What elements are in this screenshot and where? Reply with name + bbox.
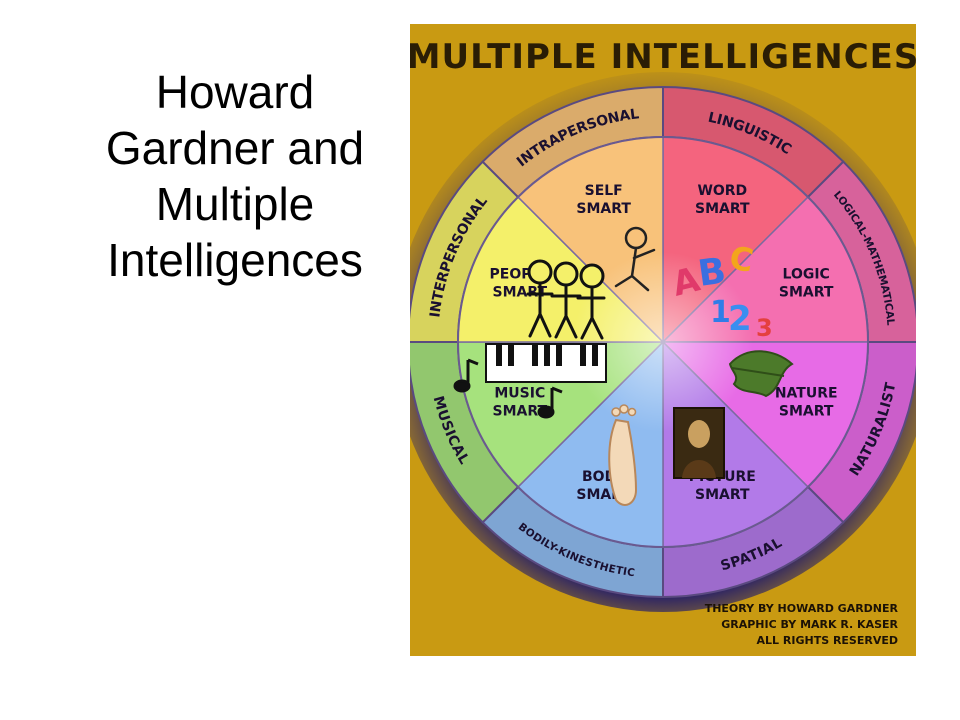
footprint-icon — [608, 404, 638, 506]
credits-theory: THEORY BY HOWARD GARDNER — [705, 602, 899, 615]
stick-figures-icon — [526, 259, 606, 340]
svg-text:SELF: SELF — [585, 183, 623, 199]
title-line-3: Multiple — [155, 178, 315, 230]
letter-b: B — [696, 250, 729, 294]
piano-black-key — [580, 344, 586, 366]
mona-lisa-painting-icon — [673, 407, 725, 479]
inner-ring-border — [457, 136, 869, 548]
center-abc: A B C — [669, 238, 757, 304]
wheel-center-glow — [573, 252, 753, 432]
number-3: 3 — [756, 314, 773, 342]
music-note-icon — [453, 358, 563, 419]
number-2: 2 — [728, 299, 752, 339]
poster-svg: MULTIPLE INTELLIGENCES LINGUISTICWORDSMA… — [410, 24, 916, 656]
svg-text:WORD: WORD — [697, 183, 747, 199]
leaf-icon — [728, 350, 794, 398]
piano-black-key — [556, 344, 562, 366]
svg-text:SMART: SMART — [493, 285, 548, 301]
svg-text:SMART: SMART — [779, 403, 834, 419]
center-123: 1 2 3 — [710, 295, 773, 342]
piano-black-key — [508, 344, 514, 366]
svg-text:NATURE: NATURE — [775, 385, 838, 401]
svg-text:SMART: SMART — [779, 285, 834, 301]
svg-text:LOGIC: LOGIC — [783, 267, 830, 283]
svg-text:SMART: SMART — [576, 201, 631, 217]
piano-black-key — [532, 344, 538, 366]
title-line-4: Intelligences — [107, 234, 363, 286]
sector-label-naturalist: NATURE SMART — [775, 385, 838, 419]
svg-text:MUSIC: MUSIC — [494, 385, 545, 401]
piano-black-key — [544, 344, 550, 366]
svg-text:SMART: SMART — [695, 201, 750, 217]
title-line-1: Howard — [155, 66, 315, 118]
sector-label-intrapersonal: SELF SMART — [576, 183, 631, 217]
thinking-figure-icon — [614, 226, 656, 292]
number-1: 1 — [710, 295, 731, 330]
piano-black-key — [592, 344, 598, 366]
svg-text:SMART: SMART — [695, 487, 750, 503]
poster-heading: MULTIPLE INTELLIGENCES — [410, 37, 916, 77]
sector-label-logical: LOGIC SMART — [779, 267, 834, 301]
sector-label-musical: MUSIC SMART — [493, 385, 548, 419]
svg-text:SMART: SMART — [493, 403, 548, 419]
title-line-2: Gardner and — [105, 122, 365, 174]
piano-black-key — [496, 344, 502, 366]
credits-rights: ALL RIGHTS RESERVED — [757, 634, 898, 647]
credits-graphic: GRAPHIC BY MARK R. KASER — [721, 618, 898, 631]
piano-keys-icon — [485, 343, 607, 383]
sector-label-linguistic: WORD SMART — [695, 183, 750, 217]
credits: THEORY BY HOWARD GARDNER GRAPHIC BY MARK… — [705, 602, 899, 647]
slide-title: Howard Gardner and Multiple Intelligence… — [70, 64, 400, 288]
